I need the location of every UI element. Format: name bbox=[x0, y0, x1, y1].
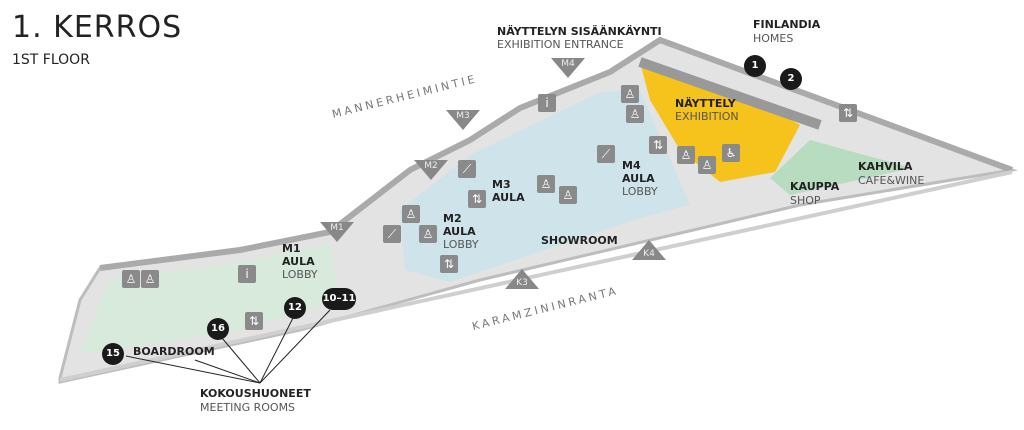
meeting-rooms-label-fi: KOKOUSHUONEET bbox=[200, 387, 311, 400]
toilet-icon: ♙ bbox=[122, 270, 140, 288]
toilet-icon: ♙ bbox=[537, 175, 555, 193]
entrance-label-en: EXHIBITION ENTRANCE bbox=[497, 38, 624, 51]
toilet-icon: ♙ bbox=[419, 225, 437, 243]
finlandia-label: FINLANDIA bbox=[753, 18, 821, 31]
meeting-room-pointers bbox=[125, 309, 331, 384]
page-subtitle: 1ST FLOOR bbox=[12, 52, 90, 68]
elevator-icon: ⇅ bbox=[468, 190, 486, 208]
toilet-icon: ♙ bbox=[698, 156, 716, 174]
boardroom-label: BOARDROOM bbox=[133, 345, 215, 358]
m4-lobby-aula: AULA bbox=[622, 172, 655, 185]
room-2[interactable]: 2 bbox=[780, 68, 802, 90]
room-10-11[interactable]: 10–11 bbox=[322, 288, 356, 310]
stairs-icon: ⟋ bbox=[383, 225, 401, 243]
meeting-rooms-label-en: MEETING ROOMS bbox=[200, 401, 296, 414]
m2-lobby-en: LOBBY bbox=[443, 238, 479, 251]
exhibition-label-en: EXHIBITION bbox=[675, 110, 739, 123]
stairs-icon: ⟋ bbox=[597, 145, 615, 163]
toilet-icon: ♙ bbox=[626, 105, 644, 123]
room-1[interactable]: 1 bbox=[744, 55, 766, 77]
room-16[interactable]: 16 bbox=[207, 318, 229, 340]
m1-lobby-aula: AULA bbox=[282, 255, 315, 268]
cafe-label-fi: KAHVILA bbox=[858, 160, 913, 173]
m3-lobby-label: M3 bbox=[492, 178, 511, 191]
page-title: 1. KERROS bbox=[12, 10, 183, 45]
m1-lobby-label: M1 bbox=[282, 242, 301, 255]
info-icon: i bbox=[238, 265, 256, 283]
elevator-icon: ⇅ bbox=[245, 312, 263, 330]
elevator-icon: ⇅ bbox=[649, 136, 667, 154]
accessible-icon: ♿ bbox=[722, 144, 740, 162]
elevator-icon: ⇅ bbox=[440, 255, 458, 273]
m1-lobby-area bbox=[82, 244, 340, 352]
exhibition-area bbox=[640, 62, 800, 182]
showroom-label: SHOWROOM bbox=[541, 234, 618, 247]
m4-lobby-label: M4 bbox=[622, 159, 641, 172]
exhibition-label-fi: NÄYTTELY bbox=[675, 97, 736, 110]
toilet-icon: ♙ bbox=[402, 205, 420, 223]
shop-label-en: SHOP bbox=[790, 194, 821, 207]
stairs-icon: ⟋ bbox=[458, 160, 476, 178]
homes-label: HOMES bbox=[753, 32, 794, 45]
entrance-label-fi: NÄYTTELYN SISÄÄNKÄYNTI bbox=[497, 25, 662, 38]
shop-label-fi: KAUPPA bbox=[790, 180, 840, 193]
room-15[interactable]: 15 bbox=[102, 343, 124, 365]
wall-inner bbox=[638, 57, 822, 130]
elevator-icon: ⇅ bbox=[839, 104, 857, 122]
wall-north bbox=[99, 36, 1014, 271]
m2-lobby-aula: AULA bbox=[443, 225, 476, 238]
m3-lobby-aula: AULA bbox=[492, 191, 525, 204]
info-icon: i bbox=[538, 94, 556, 112]
m2-lobby-label: M2 bbox=[443, 212, 462, 225]
toilet-icon: ♙ bbox=[559, 186, 577, 204]
room-12[interactable]: 12 bbox=[284, 297, 306, 319]
toilet-icon: ♙ bbox=[677, 146, 695, 164]
toilet-icon: ♙ bbox=[141, 270, 159, 288]
cafe-shop-area bbox=[770, 140, 912, 195]
cafe-label-en: CAFE&WINE bbox=[858, 174, 925, 187]
wall-south bbox=[59, 170, 1013, 382]
m1-lobby-en: LOBBY bbox=[282, 268, 318, 281]
m4-lobby-en: LOBBY bbox=[622, 185, 658, 198]
toilet-icon: ♙ bbox=[621, 85, 639, 103]
